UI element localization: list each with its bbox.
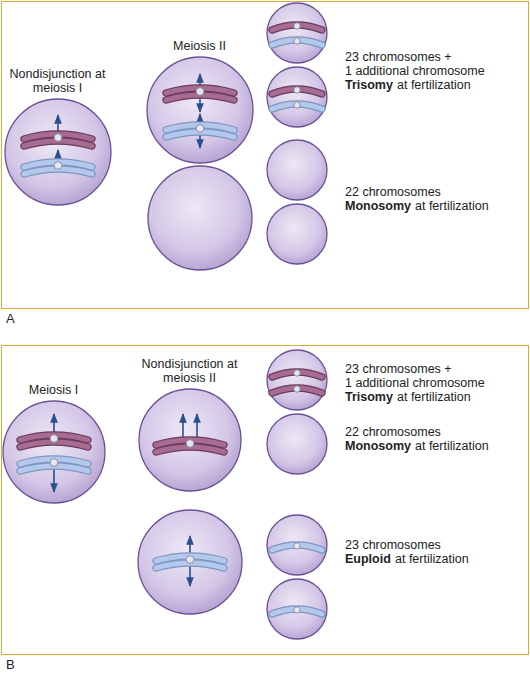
blue-chromosome — [156, 556, 224, 568]
outcome-note: 23 chromosomes — [345, 538, 441, 552]
gamete-cell — [267, 515, 327, 575]
gamete-cell — [267, 140, 327, 200]
outcome-term: Monosomy — [345, 439, 411, 453]
blue-chromatid — [272, 607, 322, 614]
purple-chromatid — [272, 87, 322, 94]
blue-chromatid — [272, 102, 322, 109]
cell-circle: Meiosis II — [146, 56, 254, 164]
panel-letter: A — [6, 311, 15, 326]
outcome-term: Trisomy — [345, 390, 393, 404]
cell-outline — [4, 98, 112, 206]
cell-circle: Nondisjunction at meiosis I — [4, 98, 112, 206]
outcome-term: Monosomy — [345, 199, 411, 213]
outcome-note: 23 chromosomes + — [345, 50, 452, 64]
stage-heading: Meiosis I — [2, 383, 106, 397]
gamete-cell — [267, 67, 327, 127]
outcome-note: at fertilization — [415, 439, 489, 453]
outcome-note: at fertilization — [397, 78, 471, 92]
outcome-note: 22 chromosomes — [345, 185, 441, 199]
cell-circle: Meiosis I — [2, 400, 106, 504]
blue-chromatid — [272, 543, 322, 550]
gamete-cell — [267, 579, 327, 639]
gamete-cell — [267, 3, 327, 63]
blue-chromatid — [272, 38, 322, 45]
stage-heading: Nondisjunction at meiosis I — [2, 67, 114, 95]
outcome-term: Trisomy — [345, 78, 393, 92]
purple-chromatid — [272, 23, 322, 30]
stage-heading: Meiosis II — [144, 39, 256, 53]
outcome-note: 1 additional chromosome — [345, 64, 485, 78]
cell-body — [139, 389, 241, 491]
gamete-cell — [267, 414, 327, 474]
outcome-term: Euploid — [345, 552, 391, 566]
outcome-note: at fertilization — [415, 199, 489, 213]
purple-chromatid — [272, 386, 322, 393]
cell-body — [147, 57, 253, 163]
cell-circle: Nondisjunction at meiosis II — [138, 388, 242, 492]
panel-frame: ANondisjunction at meiosis IMeiosis II — [1, 1, 529, 309]
purple-chromatid — [272, 370, 322, 377]
cell-body — [3, 401, 105, 503]
spindle-arrow — [189, 536, 191, 586]
stage-heading: Nondisjunction at meiosis II — [134, 357, 246, 385]
cell-outline — [138, 388, 242, 492]
cell-outline — [146, 56, 254, 164]
outcome-note: 23 chromosomes + — [345, 362, 452, 376]
outcome-note: at fertilization — [397, 390, 471, 404]
outcome-note: 22 chromosomes — [345, 425, 441, 439]
cell-outline — [2, 400, 106, 504]
outcome-note: 1 additional chromosome — [345, 376, 485, 390]
outcome-note: at fertilization — [395, 552, 469, 566]
gamete-cell — [267, 350, 327, 410]
panel-letter: B — [6, 657, 15, 672]
gamete-cell — [267, 204, 327, 264]
empty-cell — [148, 166, 252, 270]
cell-body — [5, 99, 111, 205]
meiosis-cell — [138, 510, 242, 614]
